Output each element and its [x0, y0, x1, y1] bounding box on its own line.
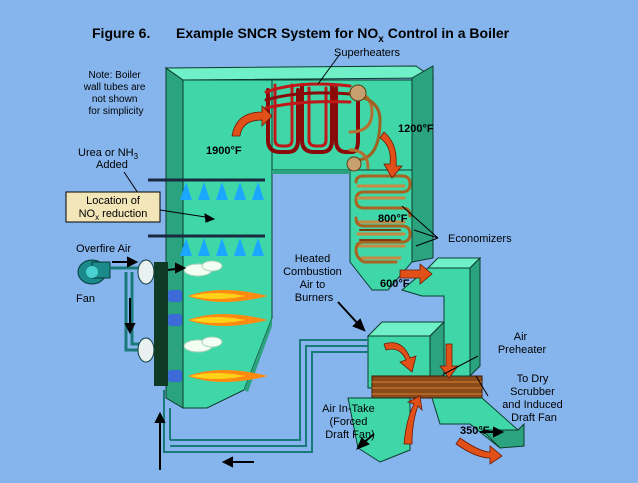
figure-title-main: Example SNCR System for NO: [176, 25, 378, 41]
temp-1200: 1200°F: [398, 123, 434, 135]
heated-air-line: Air to: [300, 279, 326, 291]
burner-flame: [188, 370, 268, 382]
location-label: Location of: [86, 195, 141, 207]
urea-text: Urea or NH: [78, 147, 134, 159]
location-label-2: NOx reduction: [79, 208, 148, 222]
superheater-tubes: [264, 82, 382, 172]
note-line: wall tubes are: [83, 82, 146, 93]
overfire-air-ports: [137, 259, 155, 363]
temp-1900: 1900°F: [206, 145, 242, 157]
air-intake-label: Air In-Take (Forced Draft Fan): [322, 403, 378, 441]
boiler-top: [164, 65, 435, 81]
heated-air-duct: [163, 339, 368, 453]
gas-pass-gap: [272, 170, 350, 174]
air-preheater-line: Air: [514, 331, 528, 343]
air-preheater-label: Air Preheater: [498, 331, 547, 356]
location-tail: reduction: [99, 208, 147, 220]
black-arrows: [112, 256, 505, 470]
nozzle-spray: [180, 238, 264, 256]
figure-title: Example SNCR System for NOx Control in a…: [176, 25, 510, 45]
figure-title-sub: x: [378, 34, 384, 45]
note-line: Note: Boiler: [88, 70, 141, 81]
urea-label: Urea or NH3: [78, 147, 139, 161]
urea-subscript: 3: [134, 152, 139, 161]
location-subscript: x: [95, 213, 99, 222]
figure-number: Figure 6.: [92, 25, 150, 41]
burner-flame: [188, 290, 268, 302]
air-intake-line: Draft Fan): [325, 429, 375, 441]
scrubber-line: Draft Fan: [511, 412, 557, 424]
injection-level-upper: [148, 178, 265, 200]
header-drum-lower: [346, 156, 362, 172]
economizers-label: Economizers: [448, 233, 512, 245]
heated-air-line: Combustion: [283, 266, 342, 278]
overfire-air-puffs: [183, 260, 223, 353]
location-nox: NO: [79, 208, 96, 220]
header-drum-upper: [349, 84, 367, 102]
temp-600: 600°F: [380, 278, 410, 290]
heated-air-line: Heated: [295, 253, 330, 265]
temperature-labels: 1900°F 1200°F 800°F 600°F 350°F: [206, 123, 490, 437]
injection-level-lower: [148, 234, 265, 256]
scrubber-line: Scrubber: [510, 386, 555, 398]
fan-label: Fan: [76, 293, 95, 305]
burner-flame: [188, 314, 268, 326]
air-preheater-line: Preheater: [498, 344, 547, 356]
scrubber-line: and Induced: [502, 399, 563, 411]
note-text: Note: Boiler wall tubes are not shown fo…: [83, 70, 148, 117]
flue-gas-duct: [400, 256, 482, 378]
rear-side: [411, 65, 434, 263]
heated-air-line: Burners: [295, 292, 334, 304]
temp-350: 350°F: [460, 425, 490, 437]
furnace-side: [165, 67, 184, 409]
labels: Superheaters Note: Boiler wall tubes are…: [65, 47, 566, 441]
temp-800: 800°F: [378, 213, 408, 225]
superheaters-label: Superheaters: [334, 47, 401, 59]
scrubber-line: To Dry: [517, 373, 549, 385]
scrubber-label: To Dry Scrubber and Induced Draft Fan: [502, 373, 566, 424]
overfire-air-label: Overfire Air: [76, 243, 131, 255]
air-preheater: [366, 320, 483, 399]
economizer-tubes: [354, 174, 412, 264]
nozzle-spray: [180, 182, 264, 200]
fan: [77, 259, 111, 285]
air-intake-line: (Forced: [330, 416, 368, 428]
urea-added-label: Added: [96, 159, 128, 171]
location-box: [65, 191, 161, 223]
note-line: for simplicity: [88, 106, 143, 117]
burner-flames: [188, 290, 268, 382]
air-intake-line: Air In-Take: [322, 403, 375, 415]
note-line: not shown: [92, 94, 138, 105]
heated-air-label: Heated Combustion Air to Burners: [283, 253, 345, 304]
figure-title-tail: Control in a Boiler: [384, 25, 510, 41]
flow-arrows: [231, 105, 503, 465]
